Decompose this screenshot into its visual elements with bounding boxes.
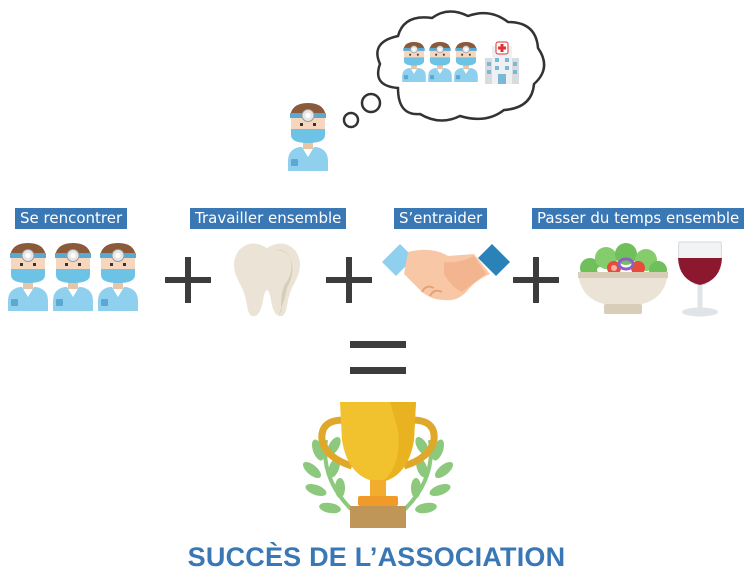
- dentist-icon: [96, 240, 140, 312]
- page-title: SUCCÈS DE L’ASSOCIATION: [187, 542, 566, 572]
- salad-bowl-icon: [578, 243, 668, 314]
- dentist-icon: [6, 240, 50, 312]
- dentist-icon: [453, 40, 479, 83]
- label-travailler-ensemble: Travailler ensemble: [190, 208, 347, 229]
- label-se-rencontrer: Se rencontrer: [15, 208, 128, 229]
- plus-icon: [513, 257, 559, 303]
- plus-icon: [326, 257, 372, 303]
- dentist-icon: [401, 40, 427, 83]
- wine-glass-icon: [677, 241, 723, 317]
- dentist-icon: [286, 100, 330, 172]
- handshake-icon: [382, 244, 510, 301]
- thought-bubble-icon: [340, 6, 550, 131]
- label-s-entraider: S’entraider: [394, 208, 488, 229]
- label-passer-du-temps: Passer du temps ensemble: [532, 208, 745, 229]
- dentist-icon: [427, 40, 453, 83]
- trophy-icon: [302, 402, 454, 528]
- plus-icon: [165, 257, 211, 303]
- tooth-icon: [234, 243, 300, 317]
- equals-icon: [350, 341, 406, 374]
- clinic-building-icon: [485, 41, 519, 84]
- dentist-icon: [51, 240, 95, 312]
